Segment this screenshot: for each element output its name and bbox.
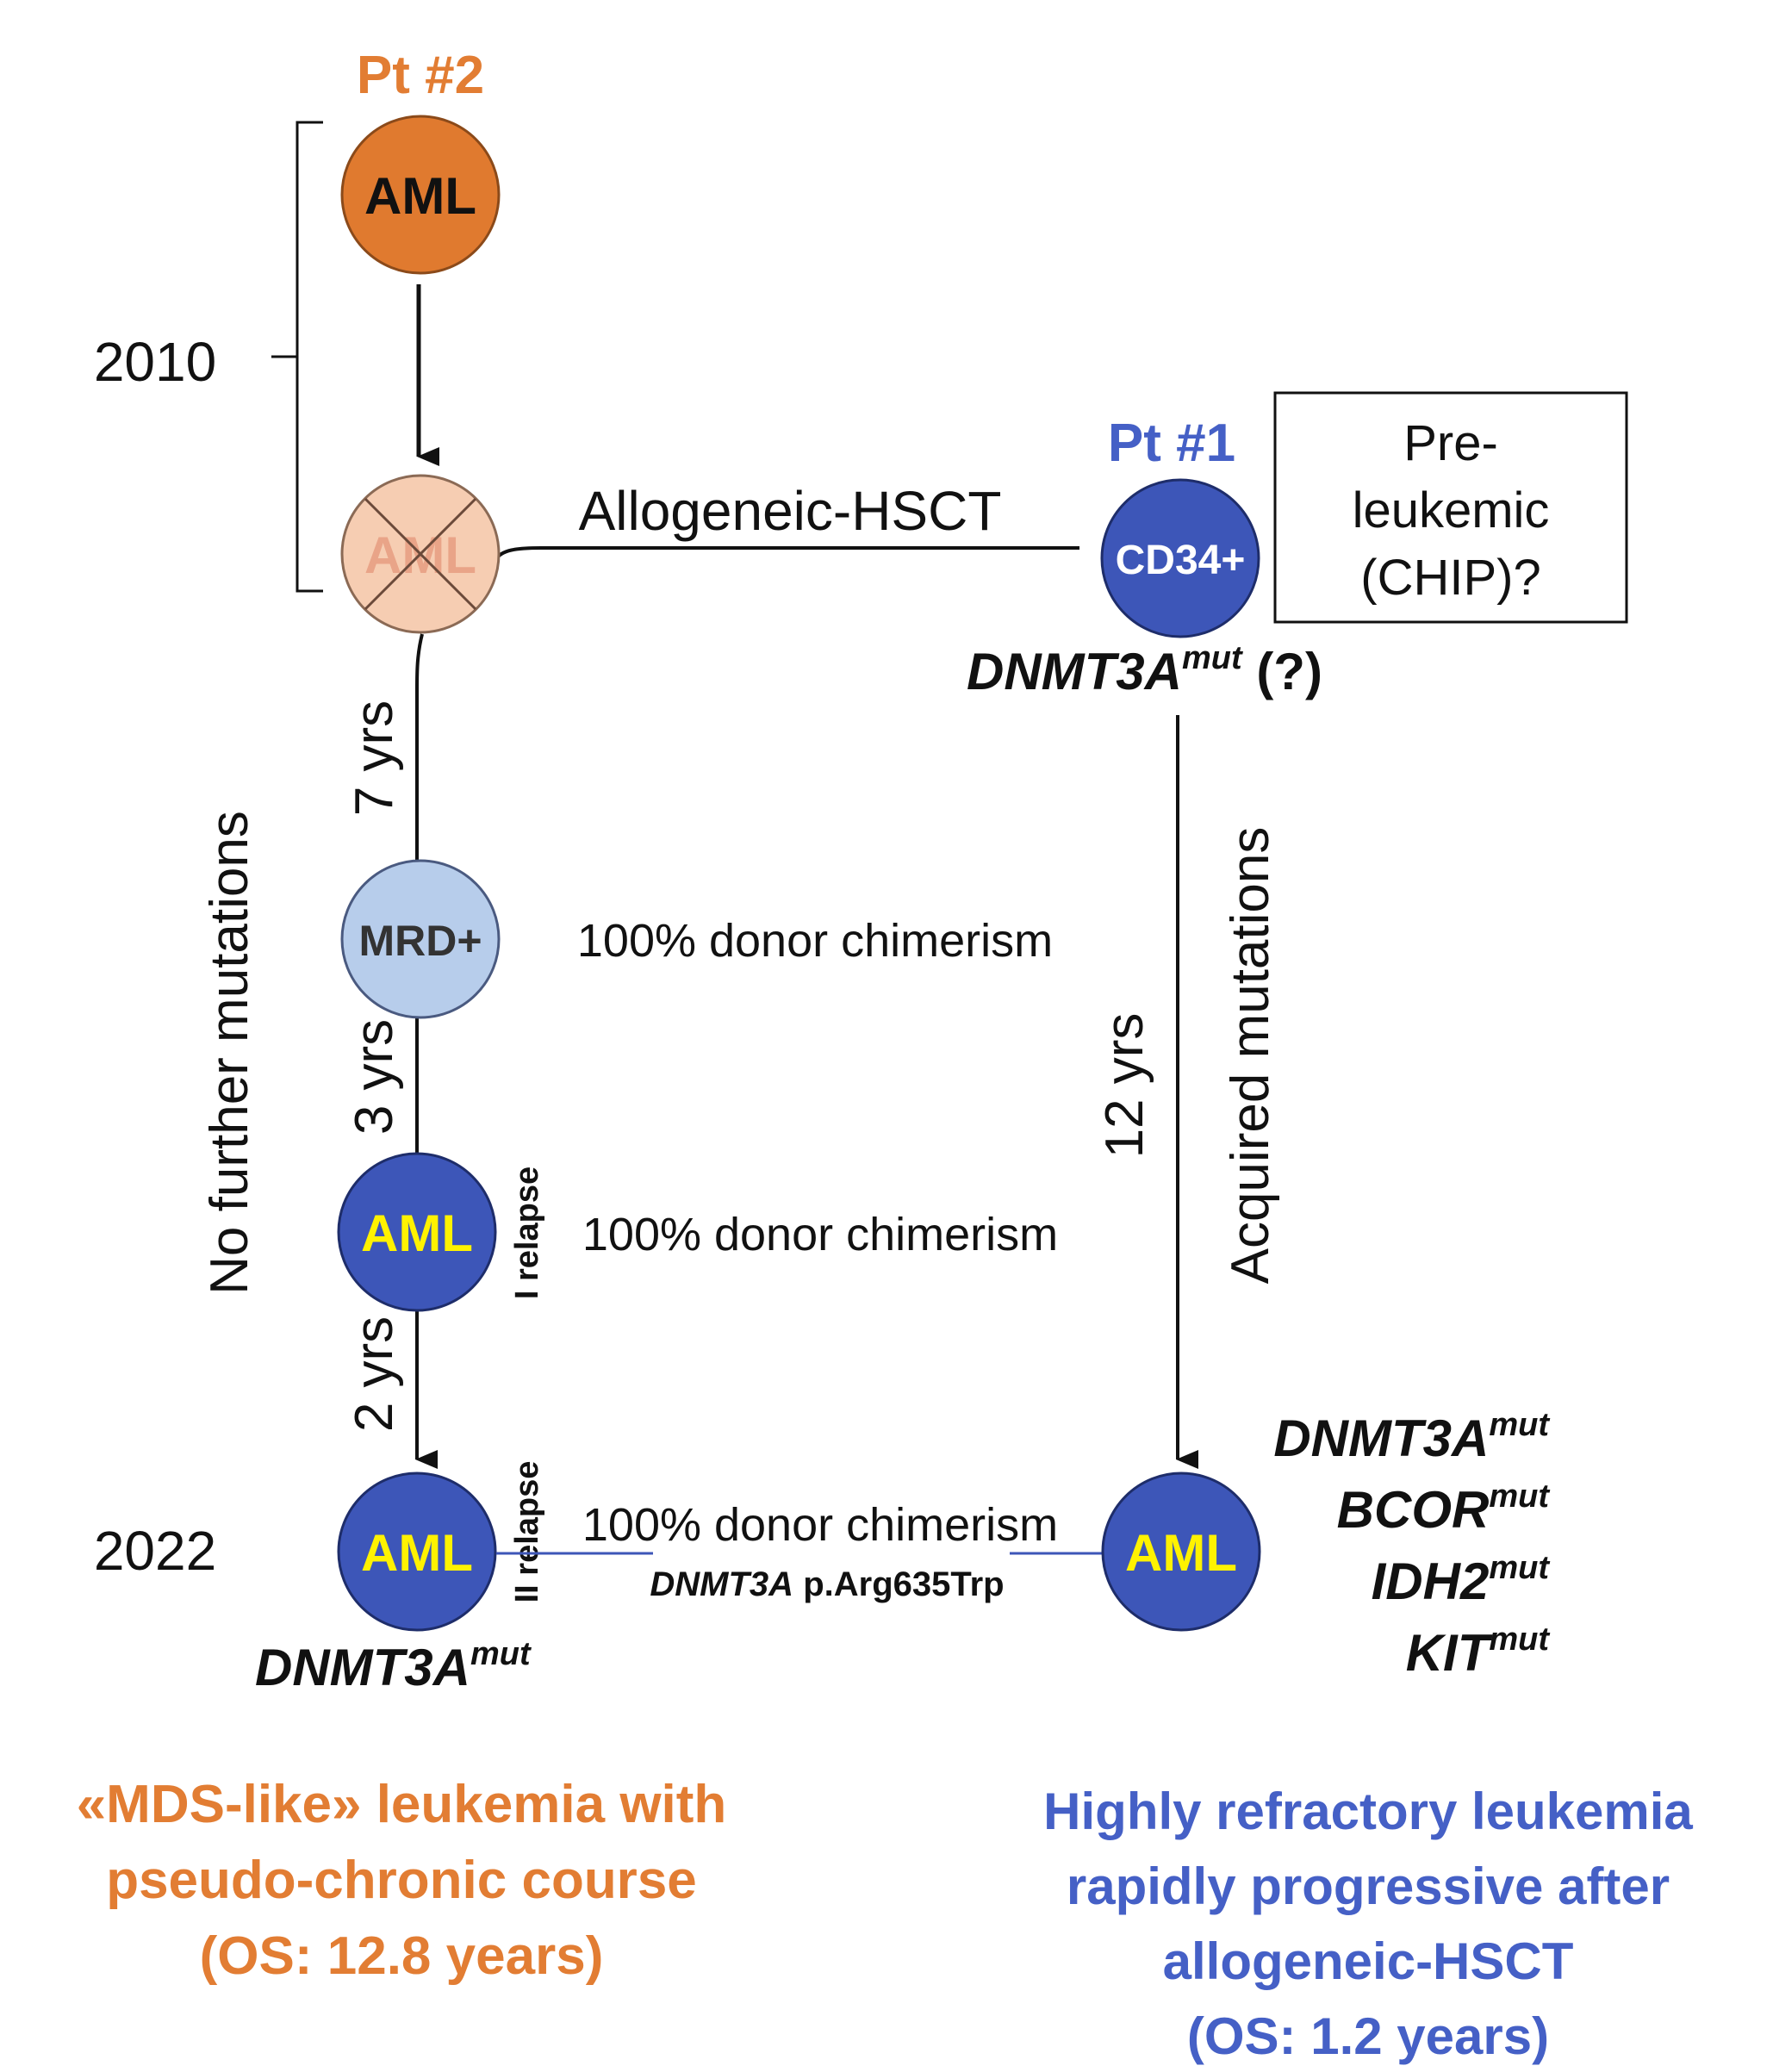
patient2-label: Pt #2: [357, 46, 484, 105]
side-note-no-further-mutations: No further mutations: [200, 811, 259, 1295]
line-ablated-to-mrd: [415, 633, 424, 863]
patient1-mutation-idh2: IDH2mut: [1372, 1550, 1551, 1610]
ablation-cross-icon: [364, 497, 477, 611]
node-relapse1-aml: [337, 1152, 497, 1312]
patient1-summary-line-3: allogeneic-HSCT: [1163, 1932, 1574, 1990]
node-initial-aml-label: AML: [364, 167, 476, 225]
shared-variant: DNMT3A p.Arg635Trp: [650, 1565, 1004, 1603]
preleukemic-line-3: (CHIP)?: [1360, 550, 1540, 606]
patient1-summary-line-1: Highly refractory leukemia: [1043, 1783, 1693, 1840]
chimerism-relapse1: 100% donor chimerism: [582, 1209, 1058, 1260]
relapse1-label: I relapse: [509, 1167, 545, 1299]
patient1-summary-line-2: rapidly progressive after: [1067, 1857, 1670, 1915]
node-patient1-aml-label: AML: [1125, 1524, 1237, 1582]
year-label-2010: 2010: [94, 331, 216, 393]
donor-mutation: DNMT3Amut (?): [967, 640, 1322, 700]
node-relapse1-label: AML: [361, 1204, 473, 1262]
patient2-summary-line-1: «MDS-like» leukemia with: [77, 1775, 727, 1834]
interval-12yrs: 12 yrs: [1095, 1013, 1154, 1159]
patient2-summary-line-3: (OS: 12.8 years): [200, 1926, 604, 1986]
preleukemic-line-2: leukemic: [1353, 482, 1550, 538]
preleukemic-line-1: Pre-: [1403, 415, 1498, 471]
line-transplant: [494, 546, 1079, 562]
patient1-mutation-dnmt3a: DNMT3Amut: [1273, 1407, 1550, 1467]
patient2-final-mutation: DNMT3Amut: [255, 1636, 532, 1696]
node-patient1-aml: [1101, 1472, 1261, 1632]
node-donor-cd34: [1100, 478, 1260, 638]
node-mrd-label: MRD+: [358, 917, 482, 965]
year-bracket-2010: [271, 121, 323, 593]
patient1-mutation-kit: KITmut: [1406, 1621, 1551, 1682]
interval-3yrs: 3 yrs: [345, 1019, 404, 1135]
patient1-summary-line-4: (OS: 1.2 years): [1187, 2007, 1549, 2065]
chimerism-relapse2: 100% donor chimerism: [582, 1499, 1058, 1551]
year-label-2022: 2022: [94, 1520, 216, 1582]
patient1-mutation-bcor: BCORmut: [1337, 1478, 1551, 1539]
interval-7yrs: 7 yrs: [345, 700, 404, 816]
side-note-acquired-mutations: Acquired mutations: [1221, 827, 1280, 1285]
node-relapse2-aml: [337, 1472, 497, 1632]
node-relapse2-label: AML: [361, 1524, 473, 1582]
node-donor-cd34-label: CD34+: [1116, 538, 1246, 583]
chimerism-mrd: 100% donor chimerism: [577, 915, 1053, 967]
patient1-label: Pt #1: [1108, 414, 1235, 473]
relapse2-label: II relapse: [509, 1461, 545, 1603]
transplant-label: Allogeneic-HSCT: [579, 480, 1002, 542]
node-initial-aml: [340, 115, 501, 275]
preleukemic-box: [1273, 391, 1628, 624]
interval-2yrs: 2 yrs: [345, 1316, 404, 1432]
node-mrd: [340, 859, 501, 1019]
patient2-summary-line-2: pseudo-chronic course: [106, 1851, 697, 1910]
